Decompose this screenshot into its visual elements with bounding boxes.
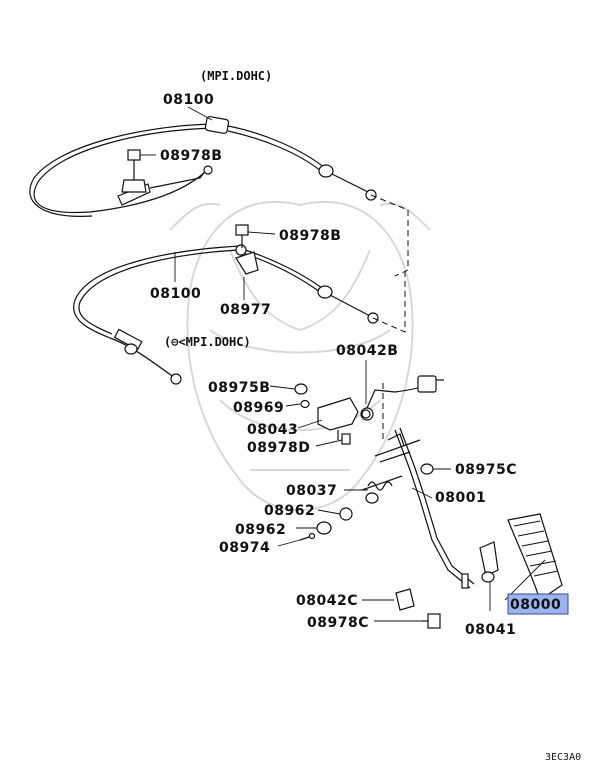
- part-label-08000[interactable]: 08000: [510, 597, 561, 613]
- part-label-08978D[interactable]: 08978D: [247, 440, 310, 456]
- bushing-08975B: [294, 383, 308, 395]
- part-label-08978B-mid[interactable]: 08978B: [279, 228, 341, 244]
- pad-bracket-08041: [479, 541, 499, 583]
- part-label-08975C[interactable]: 08975C: [455, 462, 517, 478]
- part-label-08974[interactable]: 08974: [219, 540, 270, 556]
- variant-label-mid: (⊖<MPI.DOHC): [164, 335, 251, 349]
- bolt-08978D: [341, 433, 351, 445]
- pedal-pad-08000: [507, 513, 563, 601]
- part-label-08977[interactable]: 08977: [220, 302, 271, 318]
- highlight-box: [507, 593, 569, 615]
- part-label-08978B-top[interactable]: 08978B: [160, 148, 222, 164]
- stopper-08042B: [361, 409, 371, 419]
- bushing-08962-a: [339, 507, 353, 521]
- dashed-connectors: [370, 194, 409, 440]
- variant-label-top: (MPI.DOHC): [200, 69, 272, 83]
- part-label-08041[interactable]: 08041: [465, 622, 516, 638]
- stopper-08042C: [395, 588, 415, 611]
- part-label-08978C[interactable]: 08978C: [307, 615, 369, 631]
- part-label-08100-mid[interactable]: 08100: [150, 286, 201, 302]
- part-label-08042B[interactable]: 08042B: [336, 343, 398, 359]
- washer-08969: [300, 399, 310, 409]
- bolt-08978B-mid: [235, 224, 249, 248]
- throttle-cable-mid: [73, 244, 379, 385]
- part-label-08962-b[interactable]: 08962: [235, 522, 286, 538]
- part-label-08001[interactable]: 08001: [435, 490, 486, 506]
- part-label-08042C[interactable]: 08042C: [296, 593, 358, 609]
- part-label-08037[interactable]: 08037: [286, 483, 337, 499]
- bushing-08962-b: [316, 521, 332, 535]
- part-label-08969[interactable]: 08969: [233, 400, 284, 416]
- spring-08037: [361, 475, 403, 504]
- diagram-code: 3EC3A0: [545, 752, 581, 763]
- part-label-08975B[interactable]: 08975B: [208, 380, 270, 396]
- part-label-08100-top[interactable]: 08100: [163, 92, 214, 108]
- pivot-bolt: [461, 573, 469, 589]
- leader-lines: [140, 106, 546, 622]
- bushing-08975C: [420, 463, 434, 475]
- part-label-08962-a[interactable]: 08962: [264, 503, 315, 519]
- part-label-08043[interactable]: 08043: [247, 422, 298, 438]
- small-parts: [294, 383, 469, 629]
- pedal-bracket: [317, 375, 444, 440]
- pedal-arm: [374, 427, 475, 589]
- bolt-08978C: [427, 613, 441, 629]
- bolt-08978B-top: [121, 149, 147, 193]
